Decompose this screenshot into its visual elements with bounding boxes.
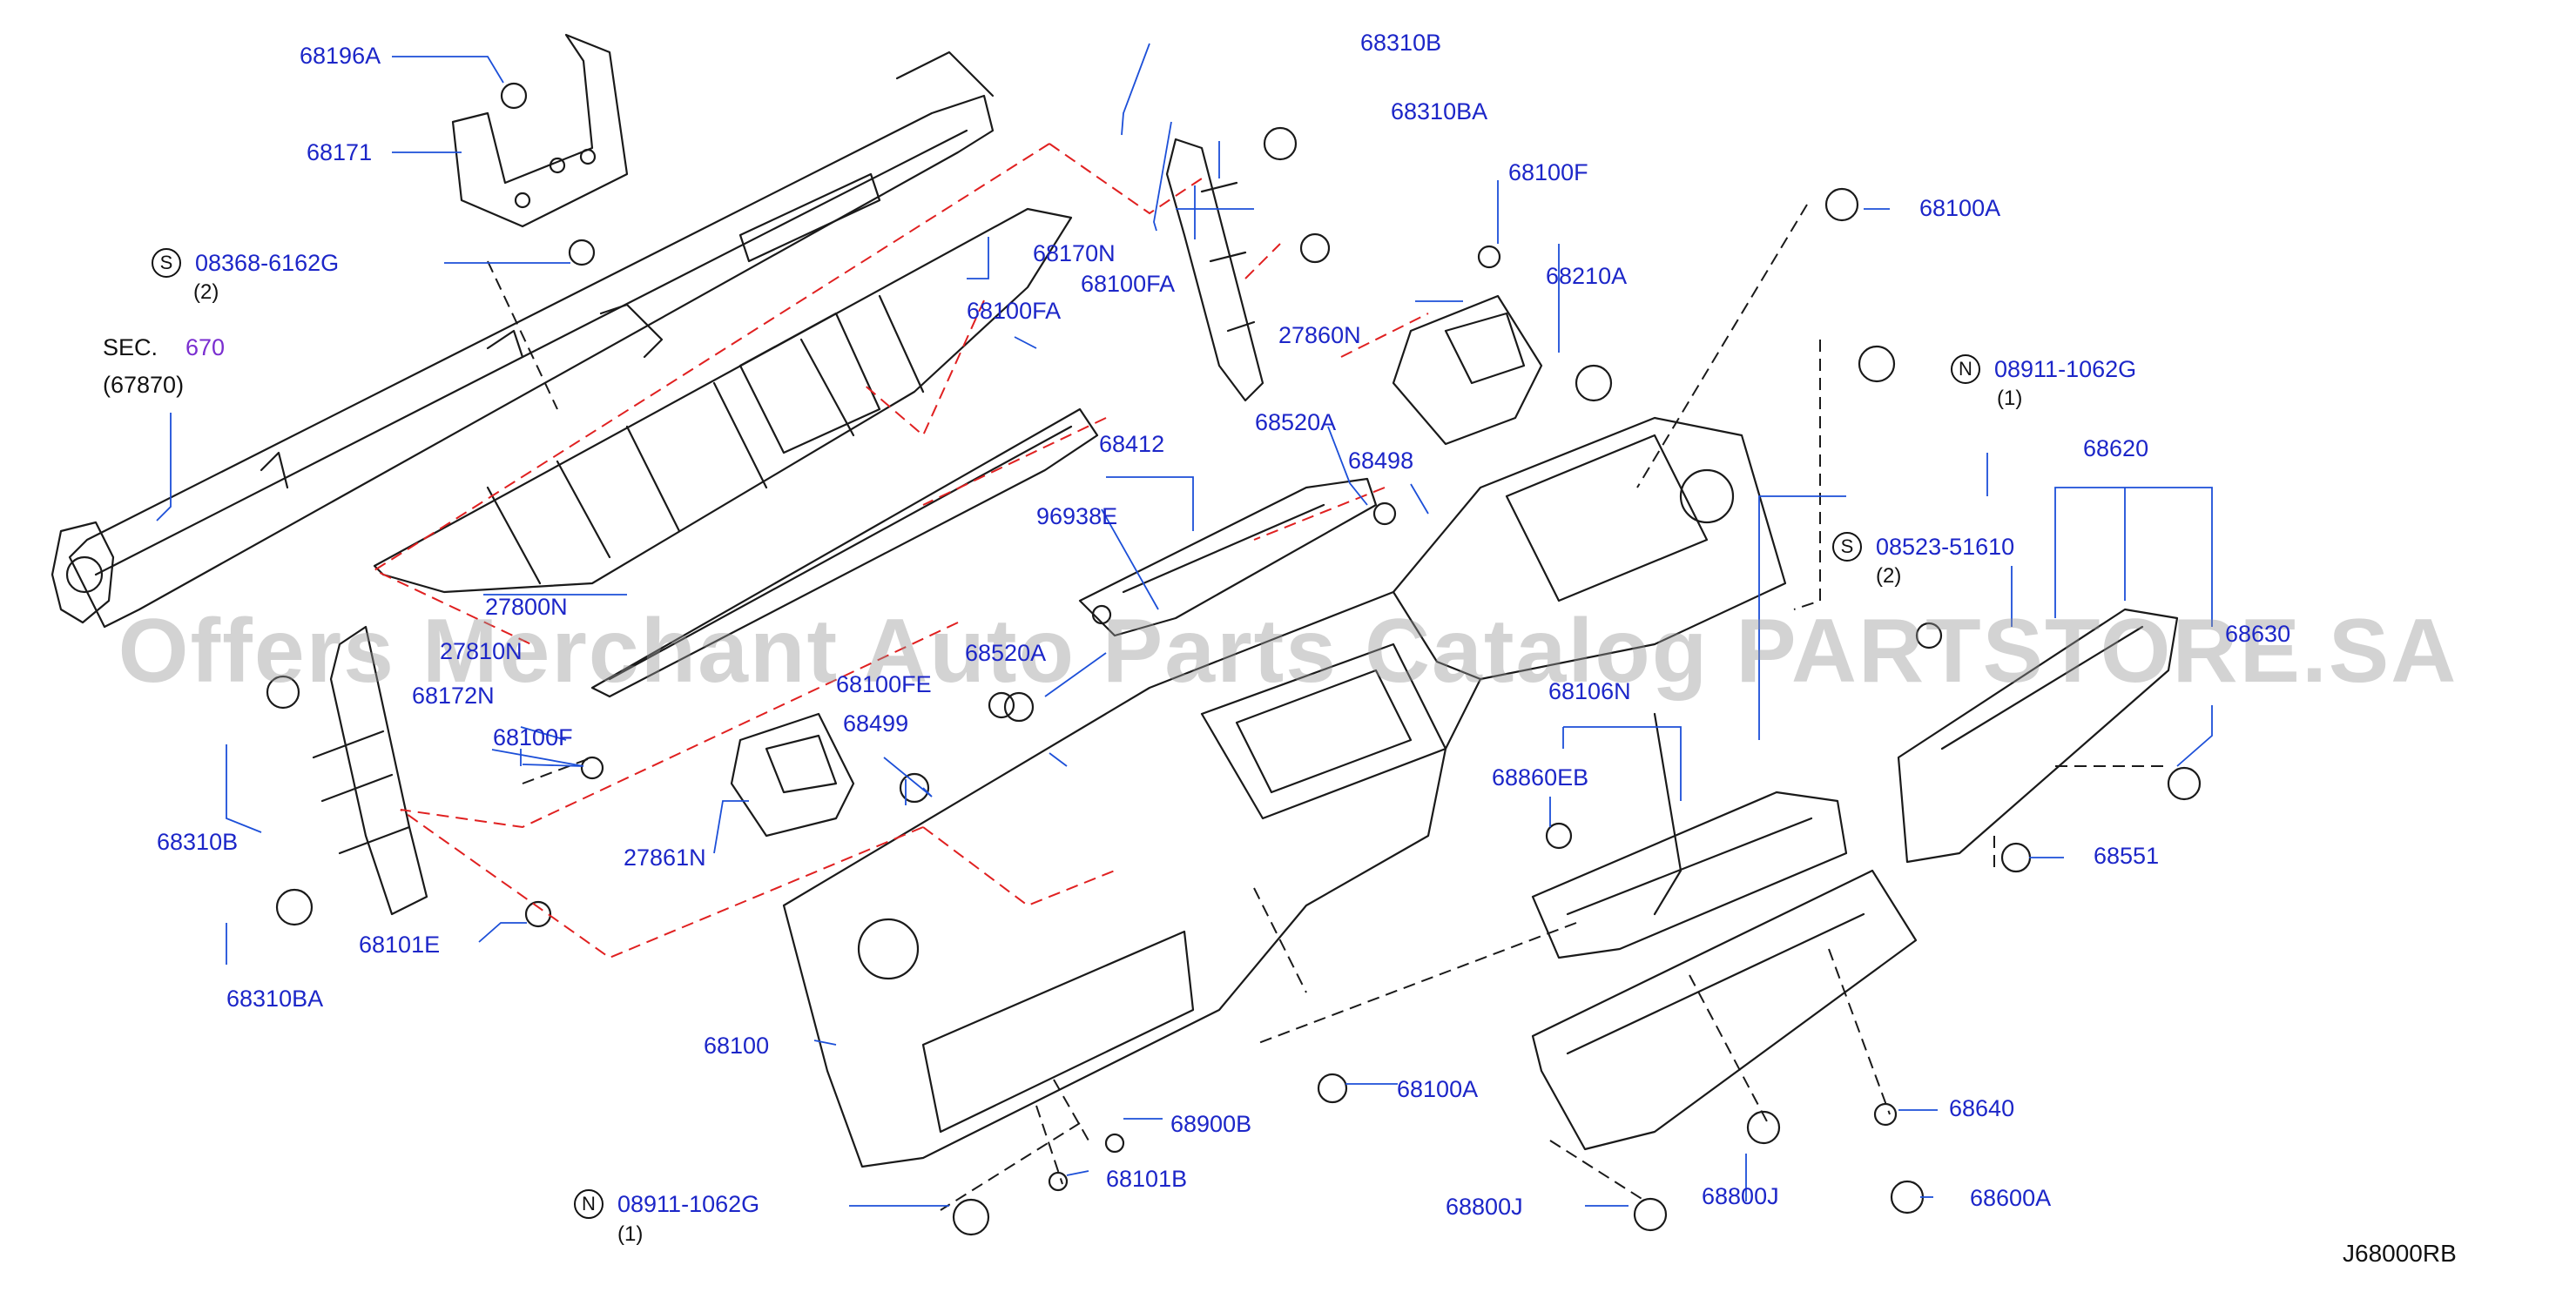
vent-27860N [1392,294,1543,446]
part-label-68800J-a[interactable]: 68800J [1446,1194,1523,1220]
part-label-68800J-b[interactable]: 68800J [1702,1183,1779,1209]
part-label-68100FA-a[interactable]: 68100FA [967,298,1062,324]
part-label-27810N[interactable]: 27810N [440,638,523,664]
n-symbol-icon: N [574,1189,604,1219]
black-assembly-lines [487,204,2168,1211]
part-label-68100A-bottom[interactable]: 68100A [1397,1076,1479,1102]
part-label-68900B[interactable]: 68900B [1170,1111,1252,1137]
part-label-68310BA-top[interactable]: 68310BA [1391,98,1488,124]
lid-68630 [1897,608,2179,864]
part-label-68106N[interactable]: 68106N [1548,678,1631,704]
part-label-27861N[interactable]: 27861N [624,845,706,871]
part-label-68196A[interactable]: 68196A [300,43,381,69]
part-label-08911-1062G-top[interactable]: 08911-1062G [1994,356,2137,382]
part-label-68100A-top[interactable]: 68100A [1919,195,2001,221]
part-label-68100FA-b[interactable]: 68100FA [1081,271,1176,297]
part-label-96938E[interactable]: 96938E [1036,503,1118,529]
part-label-68520A[interactable]: 68520A [1255,409,1337,435]
part-label-68210A[interactable]: 68210A [1546,263,1628,289]
part-label-08911-1062G-bottom[interactable]: 08911-1062G [617,1191,760,1217]
cluster-lid-68412 [1078,477,1378,637]
duct-27800N [373,207,1073,594]
part-label-68551[interactable]: 68551 [2094,843,2160,869]
part-label-08523-51610[interactable]: 08523-51610 [1876,534,2015,560]
part-label-68620[interactable]: 68620 [2083,435,2149,461]
part-label-68100F-top[interactable]: 68100F [1508,159,1588,185]
quantity-08911-top: (1) [1997,387,2023,410]
n-symbol-icon: N [1951,354,1980,384]
part-label-68171[interactable]: 68171 [307,139,373,165]
part-label-68172N[interactable]: 68172N [412,683,495,709]
part-label-68101E[interactable]: 68101E [359,932,441,958]
part-label-68101B[interactable]: 68101B [1106,1166,1188,1192]
part-label-08368-6162G[interactable]: 08368-6162G [195,250,340,276]
s-symbol-icon: S [1832,532,1862,562]
section-ref-part: (67870) [103,372,185,398]
part-label-27800N[interactable]: 27800N [485,594,568,620]
part-label-68310B-top[interactable]: 68310B [1360,30,1442,56]
assembly-lines [372,143,1429,959]
part-label-68310B-left[interactable]: 68310B [157,829,239,855]
bracket-68172N [312,625,428,916]
part-label-68630[interactable]: 68630 [2225,621,2291,647]
diagram-code: J68000RB [2343,1240,2457,1267]
bracket-68170N [1165,138,1264,402]
bracket-68171 [451,33,629,228]
part-label-68100F-left[interactable]: 68100F [493,724,573,750]
quantity-08368: (2) [193,280,219,304]
part-label-27860N[interactable]: 27860N [1278,322,1361,348]
part-label-68170N[interactable]: 68170N [1033,240,1116,266]
instrument-panel-68100 [782,416,1787,1168]
part-label-68499[interactable]: 68499 [843,710,909,737]
section-ref-prefix: SEC. [103,334,158,360]
part-label-68600A[interactable]: 68600A [1970,1185,2052,1211]
s-symbol-icon: S [152,248,181,278]
fasteners [266,82,2202,1236]
part-label-68100[interactable]: 68100 [704,1033,770,1059]
part-label-68100FE[interactable]: 68100FE [836,671,932,697]
part-label-68520A-b[interactable]: 68520A [965,640,1047,666]
part-label-68640[interactable]: 68640 [1949,1095,2015,1121]
section-ref-number[interactable]: 670 [185,334,226,360]
quantity-08523: (2) [1876,564,1902,588]
part-label-68860EB[interactable]: 68860EB [1492,764,1589,791]
part-label-68412[interactable]: 68412 [1099,431,1165,457]
glove-box-housing-68106N [1531,791,1918,1151]
quantity-08911-bottom: (1) [617,1222,644,1246]
part-label-68498[interactable]: 68498 [1348,447,1414,474]
part-label-68310BA-left[interactable]: 68310BA [226,986,324,1012]
vent-27861N [730,712,855,838]
duct-27810N [590,407,1099,698]
leader-lines [156,43,2213,1207]
watermark-text: Offers Merchant Auto Parts Catalog PARTS… [118,601,2458,702]
